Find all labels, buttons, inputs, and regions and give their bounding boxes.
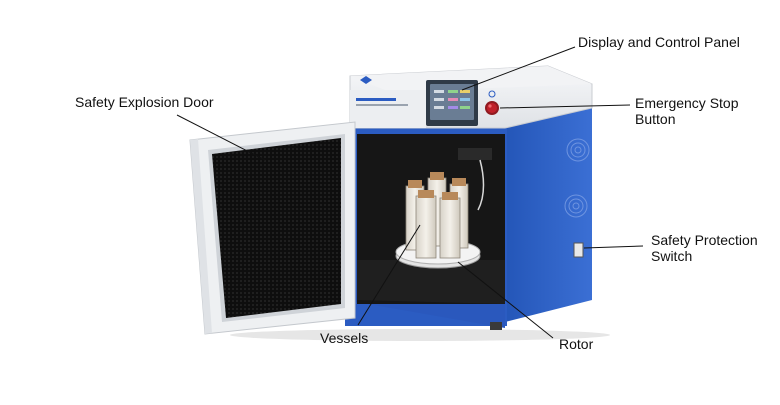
label-text: Vessels	[320, 330, 369, 346]
label-text: Display and Control Panel	[578, 34, 740, 50]
vessel	[439, 192, 461, 259]
fan-vent-icon	[564, 194, 588, 218]
label-safety-explosion-door: Safety Explosion Door	[75, 94, 214, 110]
leader-display-panel	[461, 46, 576, 91]
indicator-icon	[488, 90, 496, 98]
cavity-floor	[357, 260, 505, 304]
label-text-line2: Switch	[651, 248, 693, 264]
foot	[490, 322, 502, 330]
label-rotor: Rotor	[559, 336, 593, 352]
cabinet-side-panel	[505, 108, 592, 322]
emergency-stop-icon[interactable]	[485, 101, 499, 115]
display-control-panel[interactable]	[426, 80, 478, 126]
front-panel-strip	[350, 90, 426, 128]
label-text: Rotor	[559, 336, 594, 352]
leader-emergency-stop	[499, 104, 631, 109]
fan-vent-icon	[566, 138, 590, 162]
label-text-line1: Emergency Stop	[635, 95, 739, 111]
label-text: Safety Explosion Door	[75, 94, 214, 110]
vessel	[415, 190, 437, 259]
label-text-line2: Button	[635, 111, 676, 127]
label-display-control-panel: Display and Control Panel	[578, 34, 740, 50]
floor-shadow	[230, 329, 610, 341]
leader-lines	[176, 46, 644, 339]
sensor-cable	[477, 159, 485, 211]
safety-protection-switch[interactable]	[573, 242, 584, 258]
cavity-sensor-block	[458, 148, 492, 160]
label-emergency-stop-button: Emergency Stop Button	[635, 95, 739, 127]
leader-rotor	[457, 261, 554, 339]
cabinet-top-surface	[350, 66, 592, 92]
label-safety-protection-switch: Safety Protection Switch	[651, 232, 758, 264]
label-text-line1: Safety Protection	[651, 232, 758, 248]
brand-logo-icon	[356, 76, 408, 106]
leader-safety-switch	[583, 245, 644, 249]
label-vessels: Vessels	[320, 330, 368, 346]
leader-vessels	[357, 224, 421, 326]
safety-explosion-door[interactable]	[189, 121, 356, 335]
leader-safety-door	[176, 114, 266, 161]
